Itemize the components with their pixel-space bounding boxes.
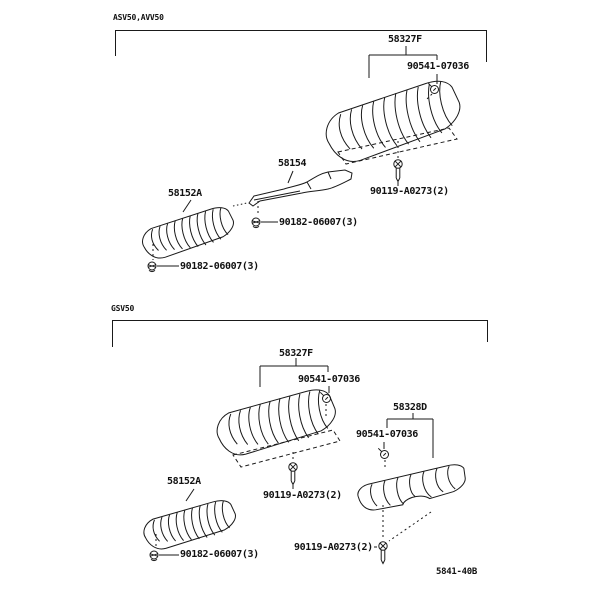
- grommet-icon: [319, 386, 331, 417]
- insulator-58327f-bottom-drawing: [212, 386, 341, 468]
- bolt-icon: [374, 505, 432, 564]
- clip-icon: [149, 534, 179, 562]
- part-label-58152a-top: 58152A: [168, 188, 202, 199]
- clip-icon: [147, 244, 179, 273]
- bolt-icon: [393, 141, 403, 186]
- part-label-58328d: 58328D: [393, 402, 427, 413]
- part-label-58154: 58154: [278, 158, 307, 169]
- part-label-58327f-top: 58327F: [388, 34, 422, 45]
- part-label-58327f-bottom: 58327F: [279, 348, 313, 359]
- clip-icon: [251, 201, 278, 229]
- grommet-icon: [377, 442, 389, 468]
- insulator-58327f-top-drawing: [319, 76, 468, 167]
- bolt-icon: [288, 452, 298, 489]
- part-label-90182-06007-a: 90182-06007(3): [279, 217, 358, 228]
- bracket-58327f-top: [368, 46, 438, 78]
- section1-frame: [115, 30, 487, 62]
- part-label-90541-07036-bottom-1: 90541-07036: [298, 374, 360, 385]
- part-label-90541-07036-bottom-2: 90541-07036: [356, 429, 418, 440]
- part-label-58152a-bottom: 58152A: [167, 476, 201, 487]
- bracket-58327f-bottom: [259, 358, 329, 387]
- insulator-58152a-top-drawing: [138, 199, 239, 262]
- part-label-90119-a0273-top: 90119-A0273(2): [370, 186, 449, 197]
- insulator-58328d-drawing: [356, 463, 468, 512]
- section2-frame: [112, 320, 488, 347]
- part-label-90119-a0273-bottom-2: 90119-A0273(2): [294, 542, 373, 553]
- model-code-label-section2: GSV50: [111, 304, 135, 313]
- bracket-58154-drawing: [232, 169, 353, 207]
- model-code-label-section1: ASV50,AVV50: [113, 13, 164, 22]
- part-label-90119-a0273-bottom-1: 90119-A0273(2): [263, 490, 342, 501]
- part-label-90541-07036-top: 90541-07036: [407, 61, 469, 72]
- grommet-icon: [424, 74, 439, 102]
- insulator-58152a-bottom-drawing: [140, 488, 240, 553]
- figure-code: 5841-40B: [436, 567, 477, 577]
- part-label-90182-06007-b: 90182-06007(3): [180, 261, 259, 272]
- bracket-58328d: [386, 413, 434, 458]
- part-label-90182-06007-bottom: 90182-06007(3): [180, 549, 259, 560]
